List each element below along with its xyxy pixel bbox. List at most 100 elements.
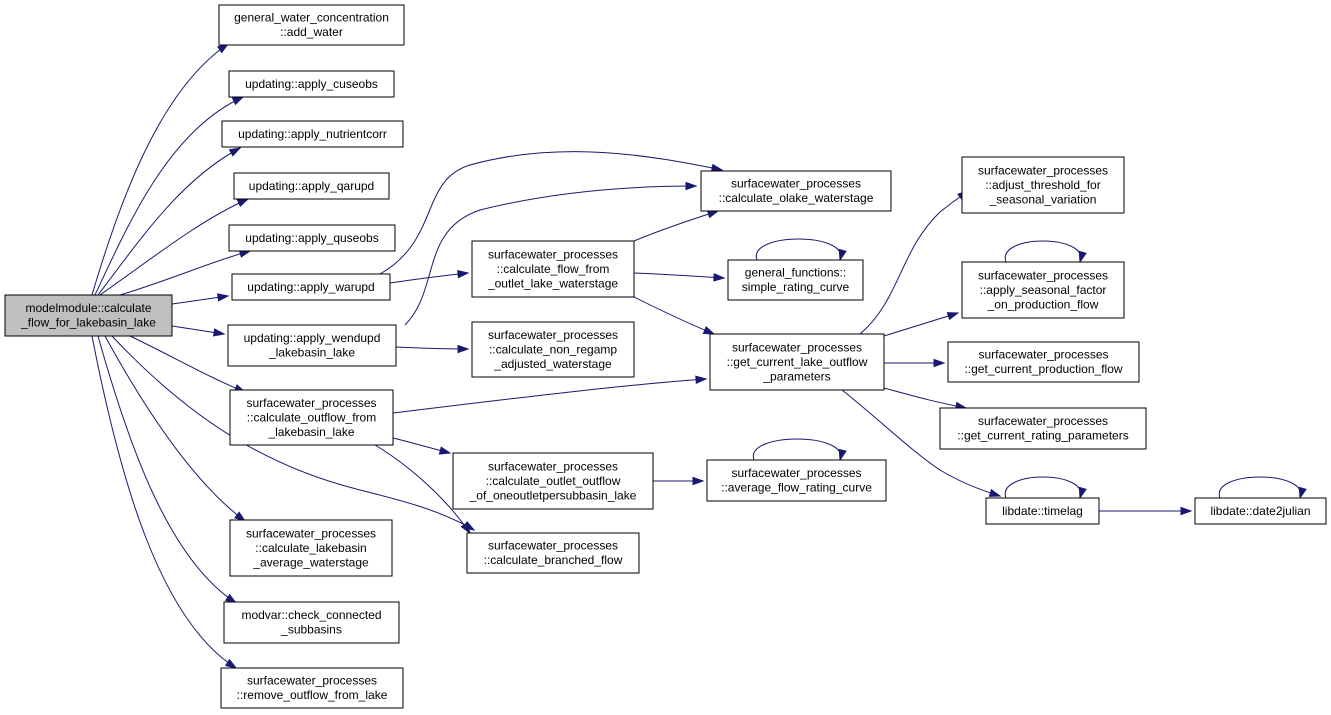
edge-line: [374, 444, 471, 534]
node-box: [218, 4, 405, 46]
arrowhead-icon: [838, 448, 847, 462]
edge-outlet_outflow-to-avg_flow_rating: [653, 476, 705, 486]
node-box: [228, 224, 396, 252]
edge-line: [94, 96, 244, 296]
node-label-line: surfacewater_processes: [731, 177, 861, 191]
node-label-line: surfacewater_processes: [731, 466, 861, 480]
node-seasonal-factor[interactable]: surfacewater_processes::apply_seasonal_f…: [961, 261, 1125, 319]
node-box: [727, 259, 864, 301]
node-quseobs[interactable]: updating::apply_quseobs: [228, 224, 396, 252]
node-date2julian[interactable]: libdate::date2julian: [1194, 497, 1327, 525]
edge-line: [633, 296, 715, 335]
edge-root-to-warupd: [171, 293, 230, 305]
edge-line: [104, 335, 246, 522]
node-label-line: ::get_current_rating_parameters: [957, 429, 1128, 443]
node-outflow-from[interactable]: surfacewater_processes::calculate_outflo…: [229, 389, 394, 446]
node-olake[interactable]: surfacewater_processes::calculate_olake_…: [700, 170, 892, 212]
node-cur-rating-params[interactable]: surfacewater_processes::get_current_rati…: [939, 407, 1147, 450]
edge-flow_from_outlet-to-simple_rating: [633, 272, 726, 282]
node-timelag[interactable]: libdate::timelag: [985, 497, 1100, 525]
edge-line: [379, 151, 723, 275]
node-label-line: libdate::timelag: [1002, 504, 1083, 518]
node-label-line: _average_waterstage: [252, 555, 369, 569]
node-non-regamp[interactable]: surfacewater_processes::calculate_non_re…: [471, 321, 635, 378]
edge-line: [1219, 476, 1301, 499]
edge-outflow_from-to-branched: [374, 444, 471, 535]
arrowhead-icon: [228, 147, 242, 157]
node-cuseobs[interactable]: updating::apply_cuseobs: [228, 70, 395, 98]
edge-line: [883, 387, 967, 409]
node-simple-rating[interactable]: general_functions::simple_rating_curve: [727, 259, 864, 301]
node-check-conn[interactable]: modvar::check_connected_subbasins: [223, 601, 400, 644]
node-label-line: ::calculate_outlet_outflow: [486, 474, 621, 488]
node-box: [227, 324, 397, 367]
edge-line: [404, 185, 697, 326]
node-label-line: updating::apply_qarupd: [249, 179, 374, 193]
edge-flow_from_outlet-to-olake: [633, 210, 720, 242]
node-label-line: ::adjust_threshold_for: [985, 178, 1100, 192]
node-label-line: surfacewater_processes: [978, 163, 1108, 177]
arrowhead-icon: [224, 658, 238, 669]
node-outlet-outflow[interactable]: surfacewater_processes::calculate_outlet…: [452, 452, 654, 510]
node-label-line: ::apply_seasonal_factor: [980, 283, 1107, 297]
edge-line: [91, 43, 229, 296]
edge-line: [859, 190, 969, 335]
edge-date2julian-to-date2julian: [1219, 476, 1307, 500]
node-label-line: ::average_flow_rating_curve: [721, 481, 872, 495]
node-box: [961, 156, 1125, 214]
arrowhead-icon: [838, 248, 847, 262]
node-remove-outflow[interactable]: surfacewater_processes::remove_outflow_f…: [220, 667, 404, 709]
node-label-line: _flow_for_lakebasin_lake: [20, 316, 156, 330]
node-label-line: ::calculate_flow_from: [497, 262, 610, 276]
node-lakebasin-avg[interactable]: surfacewater_processes::calculate_lakeba…: [229, 519, 393, 577]
edge-root-to-remove_outflow: [91, 335, 238, 669]
node-label-line: ::calculate_non_regamp: [489, 342, 617, 356]
node-qarupd[interactable]: updating::apply_qarupd: [233, 172, 390, 200]
node-label-line: _lakebasin_lake: [267, 425, 354, 439]
edge-line: [97, 335, 237, 604]
edge-line: [1004, 476, 1082, 499]
node-box: [223, 601, 400, 644]
node-adjust-threshold[interactable]: surfacewater_processes::adjust_threshold…: [961, 156, 1125, 214]
node-box: [700, 170, 892, 212]
arrowhead-icon: [460, 521, 471, 535]
node-label-line: surfacewater_processes: [488, 328, 618, 342]
node-flow-from-outlet[interactable]: surfacewater_processes::calculate_flow_f…: [471, 240, 635, 298]
node-box: [233, 172, 390, 200]
arrowhead-icon: [213, 328, 226, 337]
arrowhead-icon: [457, 269, 470, 279]
node-label-line: surfacewater_processes: [246, 396, 376, 410]
edge-line: [129, 335, 246, 393]
edge-avg_flow_rating-to-avg_flow_rating: [753, 438, 847, 462]
edge-line: [756, 238, 841, 261]
node-label-line: surfacewater_processes: [978, 414, 1108, 428]
node-cur-prod-flow[interactable]: surfacewater_processes::get_current_prod…: [947, 341, 1140, 383]
edge-line: [633, 210, 719, 242]
node-avg-flow-rating[interactable]: surfacewater_processes::average_flow_rat…: [706, 459, 887, 502]
node-box: [961, 261, 1125, 319]
arrowhead-icon: [234, 511, 247, 522]
node-label-line: surfacewater_processes: [488, 539, 618, 553]
edge-line: [392, 378, 707, 414]
node-cur-lake-outflow[interactable]: surfacewater_processes::get_current_lake…: [709, 333, 885, 391]
edge-cur_lake_outflow-to-seasonal_factor: [883, 312, 960, 337]
node-add-water[interactable]: general_water_concentration::add_water: [218, 4, 405, 46]
node-wendupd[interactable]: updating::apply_wendupd_lakebasin_lake: [227, 324, 397, 367]
node-nutrientcorr[interactable]: updating::apply_nutrientcorr: [221, 120, 404, 148]
arrowhead-icon: [706, 210, 720, 219]
node-label-line: ::get_current_production_flow: [964, 362, 1122, 376]
node-branched[interactable]: surfacewater_processes::calculate_branch…: [466, 532, 640, 574]
edge-line: [111, 335, 475, 531]
edge-line: [841, 389, 1001, 497]
edge-root-to-check_conn: [97, 335, 238, 604]
node-label-line: updating::apply_quseobs: [245, 231, 378, 245]
arrowhead-icon: [702, 326, 716, 335]
node-warupd[interactable]: updating::apply_warupd: [231, 273, 391, 301]
node-root[interactable]: modelmodule::calculate_flow_for_lakebasi…: [4, 294, 173, 337]
node-label-line: surfacewater_processes: [732, 340, 862, 354]
arrowhead-icon: [217, 293, 230, 302]
edge-cur_lake_outflow-to-cur_rating_params: [883, 387, 968, 411]
edge-root-to-qarupd: [99, 198, 250, 296]
node-label-line: ::get_current_lake_outflow: [727, 355, 868, 369]
